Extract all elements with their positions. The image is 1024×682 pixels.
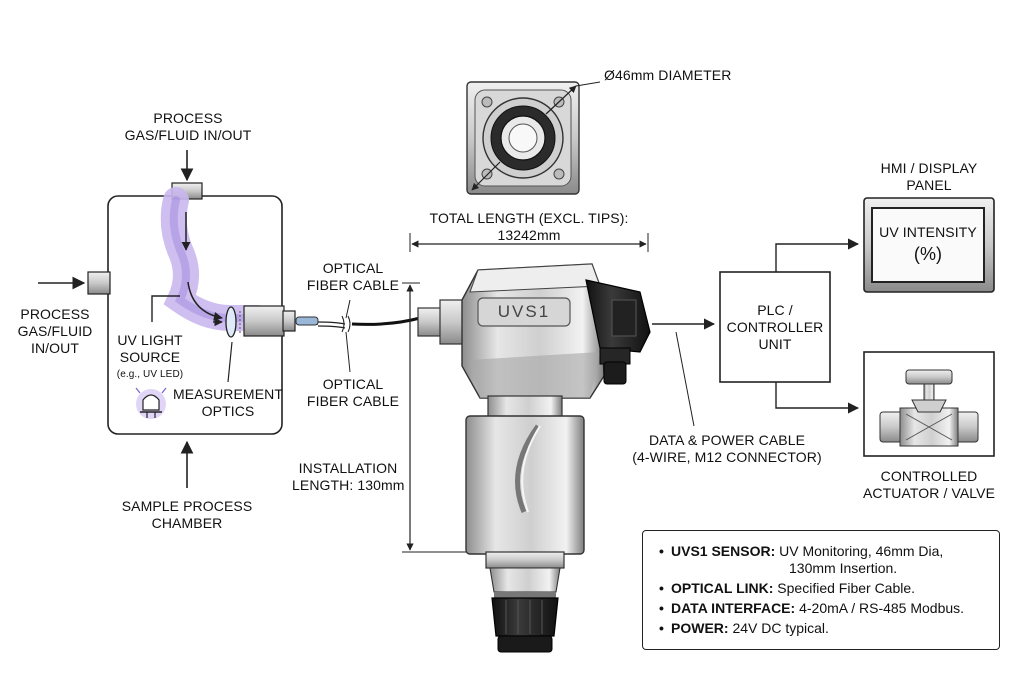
measurement-optics-label: MEASUREMENT OPTICS [168, 386, 288, 420]
spec-key: UVS1 SENSOR: [671, 543, 775, 559]
installation-length-label: INSTALLATION LENGTH: 130mm [292, 460, 404, 494]
actuator-box [864, 352, 994, 456]
lens-icon [226, 307, 236, 337]
spec-key: OPTICAL LINK: [671, 580, 773, 596]
optical-fiber-top-label: OPTICAL FIBER CABLE [298, 260, 408, 294]
spec-item: POWER: 24V DC typical. [661, 620, 999, 637]
spec-value: 24V DC typical. [732, 620, 828, 636]
spec-item: DATA INTERFACE: 4-20mA / RS-485 Modbus. [661, 600, 999, 617]
hmi-screen-text-2: (%) [872, 243, 984, 265]
optical-fiber-bottom-label: OPTICAL FIBER CABLE [298, 376, 408, 410]
total-length-label: TOTAL LENGTH (EXCL. TIPS): 13242mm [418, 210, 640, 244]
spec-item: UVS1 SENSOR: UV Monitoring, 46mm Dia,130… [661, 543, 999, 577]
spec-value-cont: 130mm Insertion. [671, 560, 999, 577]
plc-label: PLC / CONTROLLER UNIT [720, 302, 830, 353]
spec-value: Specified Fiber Cable. [777, 580, 915, 596]
sensor-name-label: UVS1 [478, 302, 570, 322]
process-left-label: PROCESS GAS/FLUID IN/OUT [10, 306, 100, 357]
spec-value: 4-20mA / RS-485 Modbus. [799, 600, 964, 616]
optical-fiber [295, 300, 420, 372]
diameter-label: Ø46mm DIAMETER [604, 67, 744, 84]
hmi-screen-text-1: UV INTENSITY [872, 224, 984, 241]
actuator-label: CONTROLLED ACTUATOR / VALVE [852, 468, 1006, 502]
hmi-title-label: HMI / DISPLAY PANEL [858, 160, 1000, 194]
uv-source-label: UV LIGHT SOURCE [106, 332, 194, 366]
sample-chamber-label: SAMPLE PROCESS CHAMBER [112, 498, 262, 532]
sensor-top-view-icon [467, 82, 600, 194]
spec-key: POWER: [671, 620, 729, 636]
spec-key: DATA INTERFACE: [671, 600, 795, 616]
spec-value: UV Monitoring, 46mm Dia, [779, 543, 943, 559]
data-power-cable-label: DATA & POWER CABLE (4-WIRE, M12 CONNECTO… [612, 432, 842, 466]
process-top-label: PROCESS GAS/FLUID IN/OUT [118, 110, 258, 144]
spec-box: UVS1 SENSOR: UV Monitoring, 46mm Dia,130… [642, 530, 1000, 650]
spec-item: OPTICAL LINK: Specified Fiber Cable. [661, 580, 999, 597]
uv-source-note: (e.g., UV LED) [106, 369, 194, 381]
